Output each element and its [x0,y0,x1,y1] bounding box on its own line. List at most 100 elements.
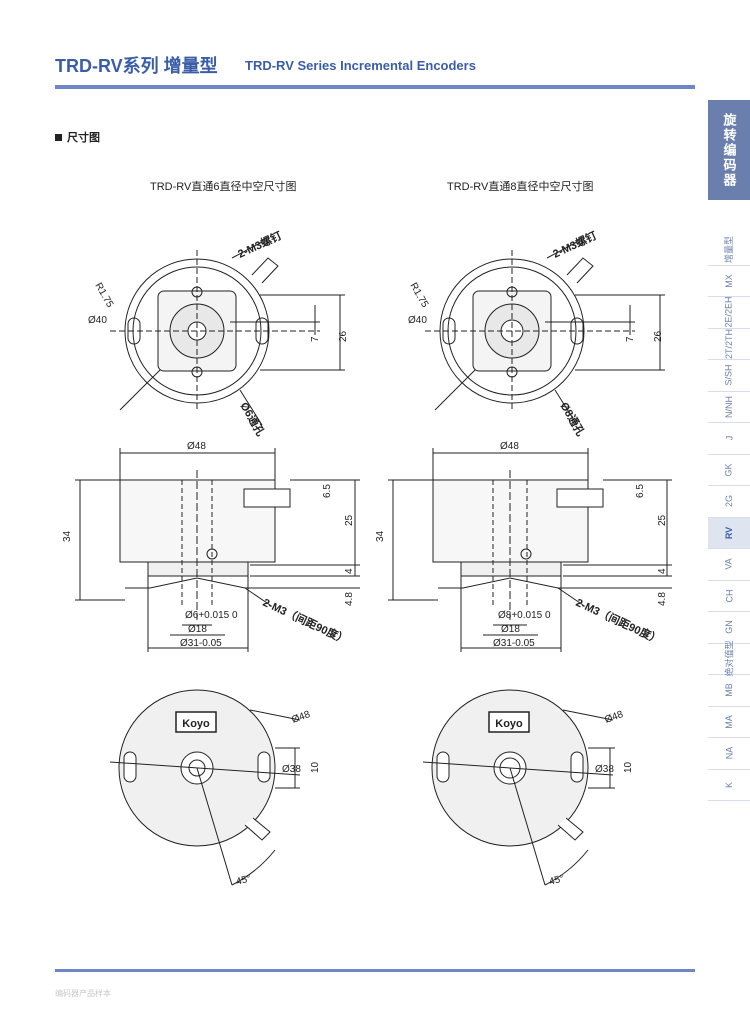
sidebar-item-label: S/SH [723,364,734,386]
koyo-text-right: Koyo [495,718,523,730]
header-rule [55,85,695,89]
sidebar-item-ma[interactable]: MA [708,707,750,738]
sidebar-item-label: GN [724,620,734,635]
dim-d48-bottom-left: Ø48 [290,709,312,726]
dim-screw-top-left: 2-M3螺钉 [235,228,284,261]
dim-d10-left: 10 [310,761,321,773]
sidebar-item-2e-2eh[interactable]: 2E/2EH [708,297,750,329]
dim-d65-right: 6.5 [635,484,646,498]
dim-d48b-left: 4.8 [344,592,355,606]
square-bullet-icon [55,133,62,141]
drawings: Koyo Koyo 2-M3螺钉 R1.75 Ø40 7 26 Ø6通孔 Ø48… [62,228,672,888]
dim-d34-left: 34 [62,530,73,542]
section-label: 尺寸图 [67,132,100,144]
sidebar-item-na[interactable]: NA [708,738,750,770]
dim-r175-right: R1.75 [407,281,430,310]
dim-d18-left: Ø18 [188,624,207,635]
sidebar-item-label: 2T/2TH [723,328,734,359]
dim-d45-right: 45° [548,873,565,888]
dim-bore-right: Ø8+0.015 0 [498,610,551,621]
sidebar-item-rv[interactable]: RV [708,517,750,549]
dim-d7-right: 7 [625,336,636,342]
footer-rule [55,969,695,972]
sidebar-item-label: RV [724,526,734,539]
sidebar-item-s-sh[interactable]: S/SH [708,360,750,392]
sidebar-item-k[interactable]: K [708,770,750,801]
series-title: TRD-RV系列 增量型 [55,56,218,76]
dim-hole-right: Ø8通孔 [557,400,587,438]
sidebar-item-label: J [724,436,734,441]
sidebar-item-label: 绝对值型 [724,640,735,677]
sidebar-nav: 增量型 MX 2E/2EH 2T/2TH S/SH N/NH J GK 2G R… [708,234,750,801]
sidebar-item-ch[interactable]: CH [708,581,750,612]
koyo-text-left: Koyo [182,718,210,730]
dim-screw-top-right: 2-M3螺钉 [550,228,599,261]
sidebar-item-va[interactable]: VA [708,549,750,581]
dim-r175-left: R1.75 [92,281,115,310]
side-view-right [388,448,672,652]
page-header: TRD-RV系列 增量型 TRD-RV Series Incremental E… [55,52,695,82]
dim-d65-left: 6.5 [322,484,333,498]
dim-d18-right: Ø18 [501,624,520,635]
footer-text: 编码器产品样本 [55,989,111,998]
dim-hole-left: Ø6通孔 [237,400,267,438]
sidebar-item-incremental[interactable]: 增量型 [708,234,750,266]
dim-screw-side-left: 2-M3（间距90度） [261,595,351,647]
sidebar-item-mx[interactable]: MX [708,266,750,297]
section-heading: 尺寸图 [55,129,100,145]
dim-d38-left: Ø38 [282,764,301,775]
sidebar-item-label: CH [724,589,734,603]
sidebar-item-2g[interactable]: 2G [708,486,750,518]
dim-d10-right: 10 [623,761,634,773]
sidebar-item-label: 2G [723,495,734,508]
dim-d7-left: 7 [310,336,321,342]
sidebar-item-2t-2th[interactable]: 2T/2TH [708,328,750,360]
dim-d38-right: Ø38 [595,764,614,775]
sidebar-item-label: N/NH [724,395,734,418]
sidebar-item-label: NA [723,746,734,760]
bottom-view-left [109,689,301,886]
dim-d40-left: Ø40 [88,315,107,326]
sidebar-item-absolute[interactable]: 绝对值型 [708,640,750,677]
dim-d26-left: 26 [338,330,349,342]
dim-d4-left: 4 [344,568,355,574]
sidebar-item-label: K [723,781,734,788]
dim-d31-left: Ø31-0.05 [180,638,222,649]
dim-d26-right: 26 [653,330,664,342]
dim-d40-right: Ø40 [408,315,427,326]
sidebar-item-j[interactable]: J [708,423,750,455]
series-title-en: TRD-RV Series Incremental Encoders [245,58,476,73]
sidebar-item-label: MX [724,274,734,288]
caption-left: TRD-RV直通6直径中空尺寸图 [150,181,297,193]
dim-d25-right: 25 [657,514,668,526]
dim-d48-bottom-right: Ø48 [603,709,625,726]
sidebar-item-gk[interactable]: GK [708,455,750,486]
sidebar-item-label: VA [724,558,734,570]
dim-d48b-right: 4.8 [657,592,668,606]
dim-d48-right: Ø48 [500,441,519,452]
koyo-logo-left: Koyo [175,711,217,733]
dim-bore-left: Ø6+0.015 0 [185,610,238,621]
sidebar-item-mb[interactable]: MB [708,675,750,707]
top-view-right [425,241,665,426]
dim-d4-right: 4 [657,568,668,574]
dim-d48-left: Ø48 [187,441,206,452]
dim-d34-right: 34 [375,530,386,542]
dim-d31-right: Ø31-0.05 [493,638,535,649]
sidebar-item-label: GK [723,463,734,477]
sidebar-item-gn[interactable]: GN [708,612,750,644]
koyo-logo-right: Koyo [488,711,530,733]
sidebar-item-n-nh[interactable]: N/NH [708,392,750,423]
bottom-view-right [422,689,615,886]
sidebar-category: 旋转编码器 [708,100,750,200]
dim-d45-left: 45° [235,873,252,888]
dim-d25-left: 25 [344,514,355,526]
sidebar-item-label: 2E/2EH [724,296,734,328]
caption-right: TRD-RV直通8直径中空尺寸图 [447,181,594,193]
dim-screw-side-right: 2-M3（间距90度） [574,595,664,647]
sidebar-item-label: 增量型 [724,235,735,263]
top-view-left [110,241,345,426]
sidebar-item-label: MB [724,683,734,698]
side-view-left [75,448,360,652]
sidebar-item-label: MA [724,715,734,729]
